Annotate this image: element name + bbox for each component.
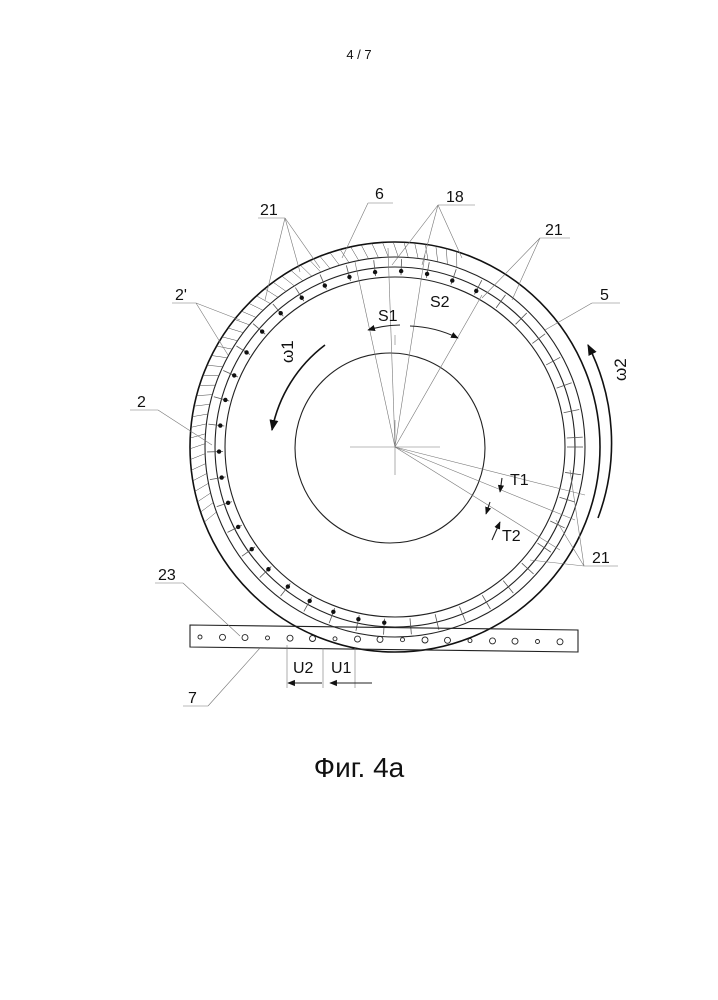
figure-caption: Фиг. 4a xyxy=(0,752,718,784)
radial-lines xyxy=(355,248,585,550)
label-21-bottom-right: 21 xyxy=(592,550,610,567)
label-u2: U2 xyxy=(293,660,314,677)
label-23: 23 xyxy=(158,567,176,584)
label-6: 6 xyxy=(375,186,384,203)
rack-holes xyxy=(198,634,563,645)
label-s1: S1 xyxy=(378,308,398,325)
label-5: 5 xyxy=(600,287,609,304)
label-21-top-right: 21 xyxy=(545,222,563,239)
label-7: 7 xyxy=(188,690,197,707)
label-omega2: ω2 xyxy=(611,358,630,381)
label-2-prime: 2' xyxy=(175,287,187,304)
label-s2: S2 xyxy=(430,294,450,311)
hub-circle xyxy=(295,353,485,543)
label-2: 2 xyxy=(137,394,146,411)
label-21-top-left: 21 xyxy=(260,202,278,219)
label-omega1: ω1 xyxy=(278,340,297,363)
label-18: 18 xyxy=(446,189,464,206)
label-t1: T1 xyxy=(510,472,529,489)
label-t2: T2 xyxy=(502,528,521,545)
label-u1: U1 xyxy=(331,660,352,677)
